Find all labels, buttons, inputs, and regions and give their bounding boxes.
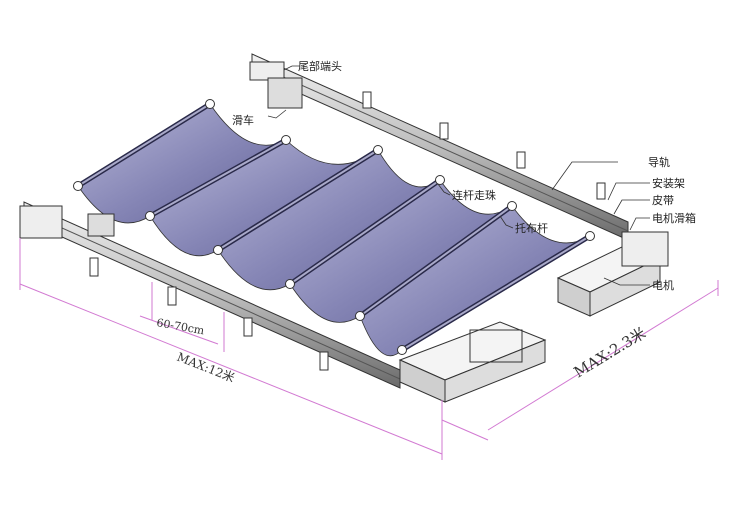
spacing-dimension-label: 60-70cm [155,316,205,337]
fabric-support-rod-highlight [359,205,513,317]
rod-end-bead [397,345,407,355]
dimension-lines [19,238,719,460]
front-rail-brackets [89,257,329,371]
rod-end-bead [281,135,291,145]
guide-rail-label: 导轨 [648,155,670,169]
motor-label: 电机 [652,278,674,292]
width-dimension-label: MAX:2.3米 [571,324,649,382]
rod-end-bead [507,201,517,211]
tail-end-cap-front [19,205,63,239]
fabric-support-rod-highlight [77,103,211,187]
rod-end-bead [213,245,223,255]
rod-end-bead [205,99,215,109]
fabric-support-rod-highlight [401,235,591,351]
pulley-label: 滑车 [232,113,254,127]
fabric-panels [73,99,595,356]
rod-end-bead [145,211,155,221]
back-guide-rail [249,53,629,241]
rod-end-bead [373,145,383,155]
fabric-support-rod-highlight [217,149,379,251]
mounting-bracket-label: 安装架 [652,176,685,190]
length-dimension-label: MAX:12米 [175,350,237,385]
fabric-support-rod-highlight [289,179,441,285]
tail-end-cap-back [249,61,285,81]
back-rail-brackets [362,91,606,200]
front-guide-rail [19,201,401,389]
connecting-rod-bead-label: 连杆走珠 [452,188,496,202]
rod-end-bead [73,181,83,191]
rod-end-bead [355,311,365,321]
fabric-support-rod-highlight [149,139,287,217]
rod-end-bead [435,175,445,185]
motor-front [398,321,547,403]
belt-label: 皮带 [652,194,674,207]
leader-lines [267,65,650,286]
rod-end-bead [285,279,295,289]
pulley-block-back [267,77,303,109]
motor-pulley-box-label: 电机滑箱 [652,211,696,225]
tail-end-cap-label: 尾部端头 [298,59,342,73]
motor-back [556,231,669,317]
fabric-support-rod-label: 托布杆 [515,221,548,235]
pulley-block-front [87,213,115,237]
rod-end-bead [585,231,595,241]
